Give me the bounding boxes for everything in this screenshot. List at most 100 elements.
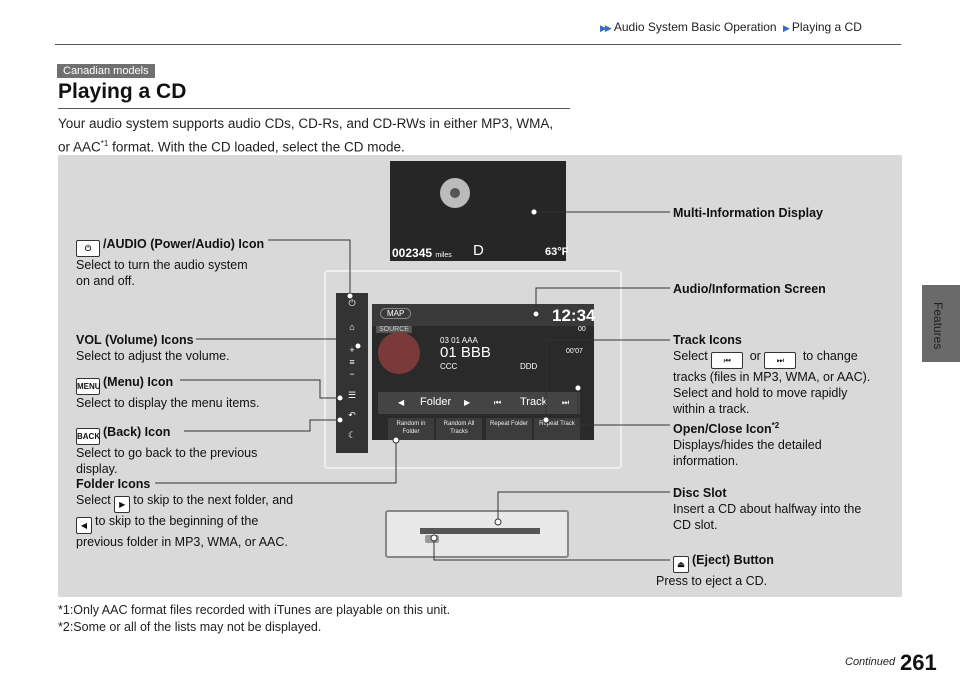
head-unit-button-strip bbox=[336, 293, 368, 453]
callout-power-desc1: Select to turn the audio system bbox=[76, 258, 248, 272]
menu-icon: MENU bbox=[76, 378, 101, 395]
callout-track-desc3: Select and hold to move rapidly bbox=[673, 386, 848, 400]
callout-openclose-title: Open/Close Icon bbox=[673, 422, 772, 437]
footnote-2: *2:Some or all of the lists may not be d… bbox=[58, 620, 322, 634]
album-name: DDD bbox=[520, 362, 538, 371]
disc-slot[interactable] bbox=[420, 528, 540, 534]
continued-label: Continued bbox=[845, 656, 896, 668]
folder-label: Folder bbox=[420, 396, 452, 408]
callout-volume-title: VOL (Volume) Icons bbox=[76, 333, 194, 347]
random-all-tracks-button[interactable]: Random All Tracks bbox=[436, 418, 482, 440]
back-icon: BACK bbox=[76, 428, 100, 445]
callout-folder-title: Folder Icons bbox=[76, 477, 151, 491]
disc-icon bbox=[440, 178, 470, 208]
callout-folder-desc3: previous folder in MP3, WMA, or AAC. bbox=[76, 535, 288, 549]
footnote-1: *1:Only AAC format files recorded with i… bbox=[58, 603, 451, 617]
callout-back-desc1: Select to go back to the previous bbox=[76, 446, 258, 460]
section-tab bbox=[922, 285, 960, 362]
callout-back-desc2: display. bbox=[76, 462, 118, 476]
breadcrumb-arrow-icon: ▶ bbox=[782, 23, 790, 33]
model-badge: Canadian models bbox=[57, 64, 155, 78]
callout-folder-desc2: to skip to the beginning of the bbox=[95, 514, 259, 528]
callout-menu: MENU(Menu) Icon Select to display the me… bbox=[76, 374, 259, 411]
callout-disc-slot: Disc Slot Insert a CD about halfway into… bbox=[673, 485, 861, 533]
callout-openclose-desc2: information. bbox=[673, 454, 739, 469]
callout-track-desc1a: Select bbox=[673, 349, 708, 363]
menu-button[interactable]: ☰ bbox=[347, 390, 357, 400]
callout-disc-desc2: CD slot. bbox=[673, 518, 718, 532]
intro-line2: or AAC*1 format. With the CD loaded, sel… bbox=[58, 134, 578, 158]
intro-line2a: or AAC bbox=[58, 139, 101, 155]
callout-openclose-desc1: Displays/hides the detailed bbox=[673, 438, 822, 453]
source-button[interactable]: SOURCE bbox=[376, 326, 412, 333]
map-button[interactable]: MAP bbox=[380, 308, 412, 319]
callout-mid-title: Multi-Information Display bbox=[673, 206, 823, 220]
callout-screen-title: Audio/Information Screen bbox=[673, 282, 826, 296]
track-counter: 00 bbox=[578, 326, 586, 333]
volume-buttons[interactable]: +≡− bbox=[349, 345, 355, 379]
callout-menu-title: (Menu) Icon bbox=[103, 375, 174, 389]
elapsed-time: 00'07 bbox=[566, 348, 583, 355]
breadcrumb-arrow-icon: ▶▶ bbox=[600, 23, 612, 33]
back-button[interactable]: ↶ bbox=[348, 410, 356, 420]
callout-eject-desc1: Press to eject a CD. bbox=[656, 574, 768, 588]
artist-name: CCC bbox=[440, 362, 458, 371]
repeat-folder-button[interactable]: Repeat Folder bbox=[486, 418, 532, 440]
footnote-ref: *2 bbox=[771, 421, 780, 430]
folder-previous-icon: ◀ bbox=[76, 517, 92, 534]
callout-track: Track Icons Select ⏮ or ⏭ to change trac… bbox=[673, 332, 870, 417]
callout-track-desc2: tracks (files in MP3, WMA, or AAC). bbox=[673, 370, 871, 384]
home-button[interactable]: ⌂ bbox=[349, 322, 355, 332]
folder-track-bar bbox=[378, 392, 580, 414]
repeat-track-button[interactable]: Repeat Track bbox=[534, 418, 580, 440]
callout-power-title: /AUDIO (Power/Audio) Icon bbox=[103, 237, 265, 251]
callout-volume-desc1: Select to adjust the volume. bbox=[76, 349, 230, 363]
callout-volume: VOL (Volume) Icons Select to adjust the … bbox=[76, 332, 230, 364]
intro-line1: Your audio system supports audio CDs, CD… bbox=[58, 116, 554, 131]
eject-icon: ⏏ bbox=[673, 556, 689, 573]
callout-disc-desc1: Insert a CD about halfway into the bbox=[673, 502, 862, 516]
power-icon: ⏻ bbox=[76, 240, 100, 257]
callout-menu-desc1: Select to display the menu items. bbox=[76, 396, 260, 410]
folder-next-icon[interactable]: ▶ bbox=[464, 398, 471, 407]
album-art bbox=[378, 332, 420, 374]
callout-track-title: Track Icons bbox=[673, 333, 742, 347]
callout-track-desc4: within a track. bbox=[673, 402, 750, 416]
intro-line2b: format. With the CD loaded, select the C… bbox=[108, 139, 405, 155]
callout-track-desc1c: to change bbox=[802, 349, 858, 363]
callout-audio-screen: Audio/Information Screen bbox=[673, 281, 826, 297]
callout-eject: ⏏(Eject) Button Press to eject a CD. bbox=[656, 552, 774, 589]
skip-forward-icon: ⏭ bbox=[764, 352, 797, 369]
skip-back-icon: ⏮ bbox=[711, 352, 744, 369]
folder-previous-icon[interactable]: ◀ bbox=[398, 398, 405, 407]
callout-back-title: (Back) Icon bbox=[103, 425, 171, 439]
phone-button[interactable]: ☾ bbox=[347, 430, 357, 440]
gear-indicator: D bbox=[473, 242, 484, 259]
disc-slot-panel bbox=[385, 510, 569, 558]
callout-folder: Folder Icons Select ▶to skip to the next… bbox=[76, 476, 293, 550]
callout-power-desc2: on and off. bbox=[76, 274, 135, 288]
intro-text: Your audio system supports audio CDs, CD… bbox=[58, 114, 578, 158]
odometer: 002345 miles bbox=[392, 246, 452, 260]
footnote-ref: *1 bbox=[100, 139, 109, 148]
header-divider bbox=[55, 44, 901, 45]
title-divider bbox=[58, 108, 570, 109]
callout-track-desc1b: or bbox=[749, 349, 761, 363]
folder-next-icon: ▶ bbox=[114, 496, 131, 513]
random-in-folder-button[interactable]: Random in Folder bbox=[388, 418, 434, 440]
power-audio-button[interactable]: ⏻ bbox=[348, 298, 356, 308]
breadcrumb-part2: Playing a CD bbox=[791, 20, 862, 34]
callout-back: BACK(Back) Icon Select to go back to the… bbox=[76, 424, 257, 477]
callout-folder-desc1b: to skip to the next folder, and bbox=[133, 493, 294, 507]
callout-eject-title: (Eject) Button bbox=[692, 553, 774, 567]
breadcrumb-part1: Audio System Basic Operation bbox=[613, 20, 777, 34]
track-number: 03 01 AAA bbox=[440, 336, 478, 345]
track-skip-forward-icon[interactable]: ⏭ bbox=[562, 398, 570, 407]
callout-disc-title: Disc Slot bbox=[673, 486, 727, 500]
temperature: 63°F bbox=[545, 246, 569, 258]
track-skip-back-icon[interactable]: ⏮ bbox=[494, 398, 502, 407]
callout-multi-info: Multi-Information Display bbox=[673, 205, 823, 221]
callout-open-close: Open/Close Icon*2 Displays/hides the det… bbox=[673, 418, 822, 469]
screen-status-bar bbox=[372, 304, 594, 326]
